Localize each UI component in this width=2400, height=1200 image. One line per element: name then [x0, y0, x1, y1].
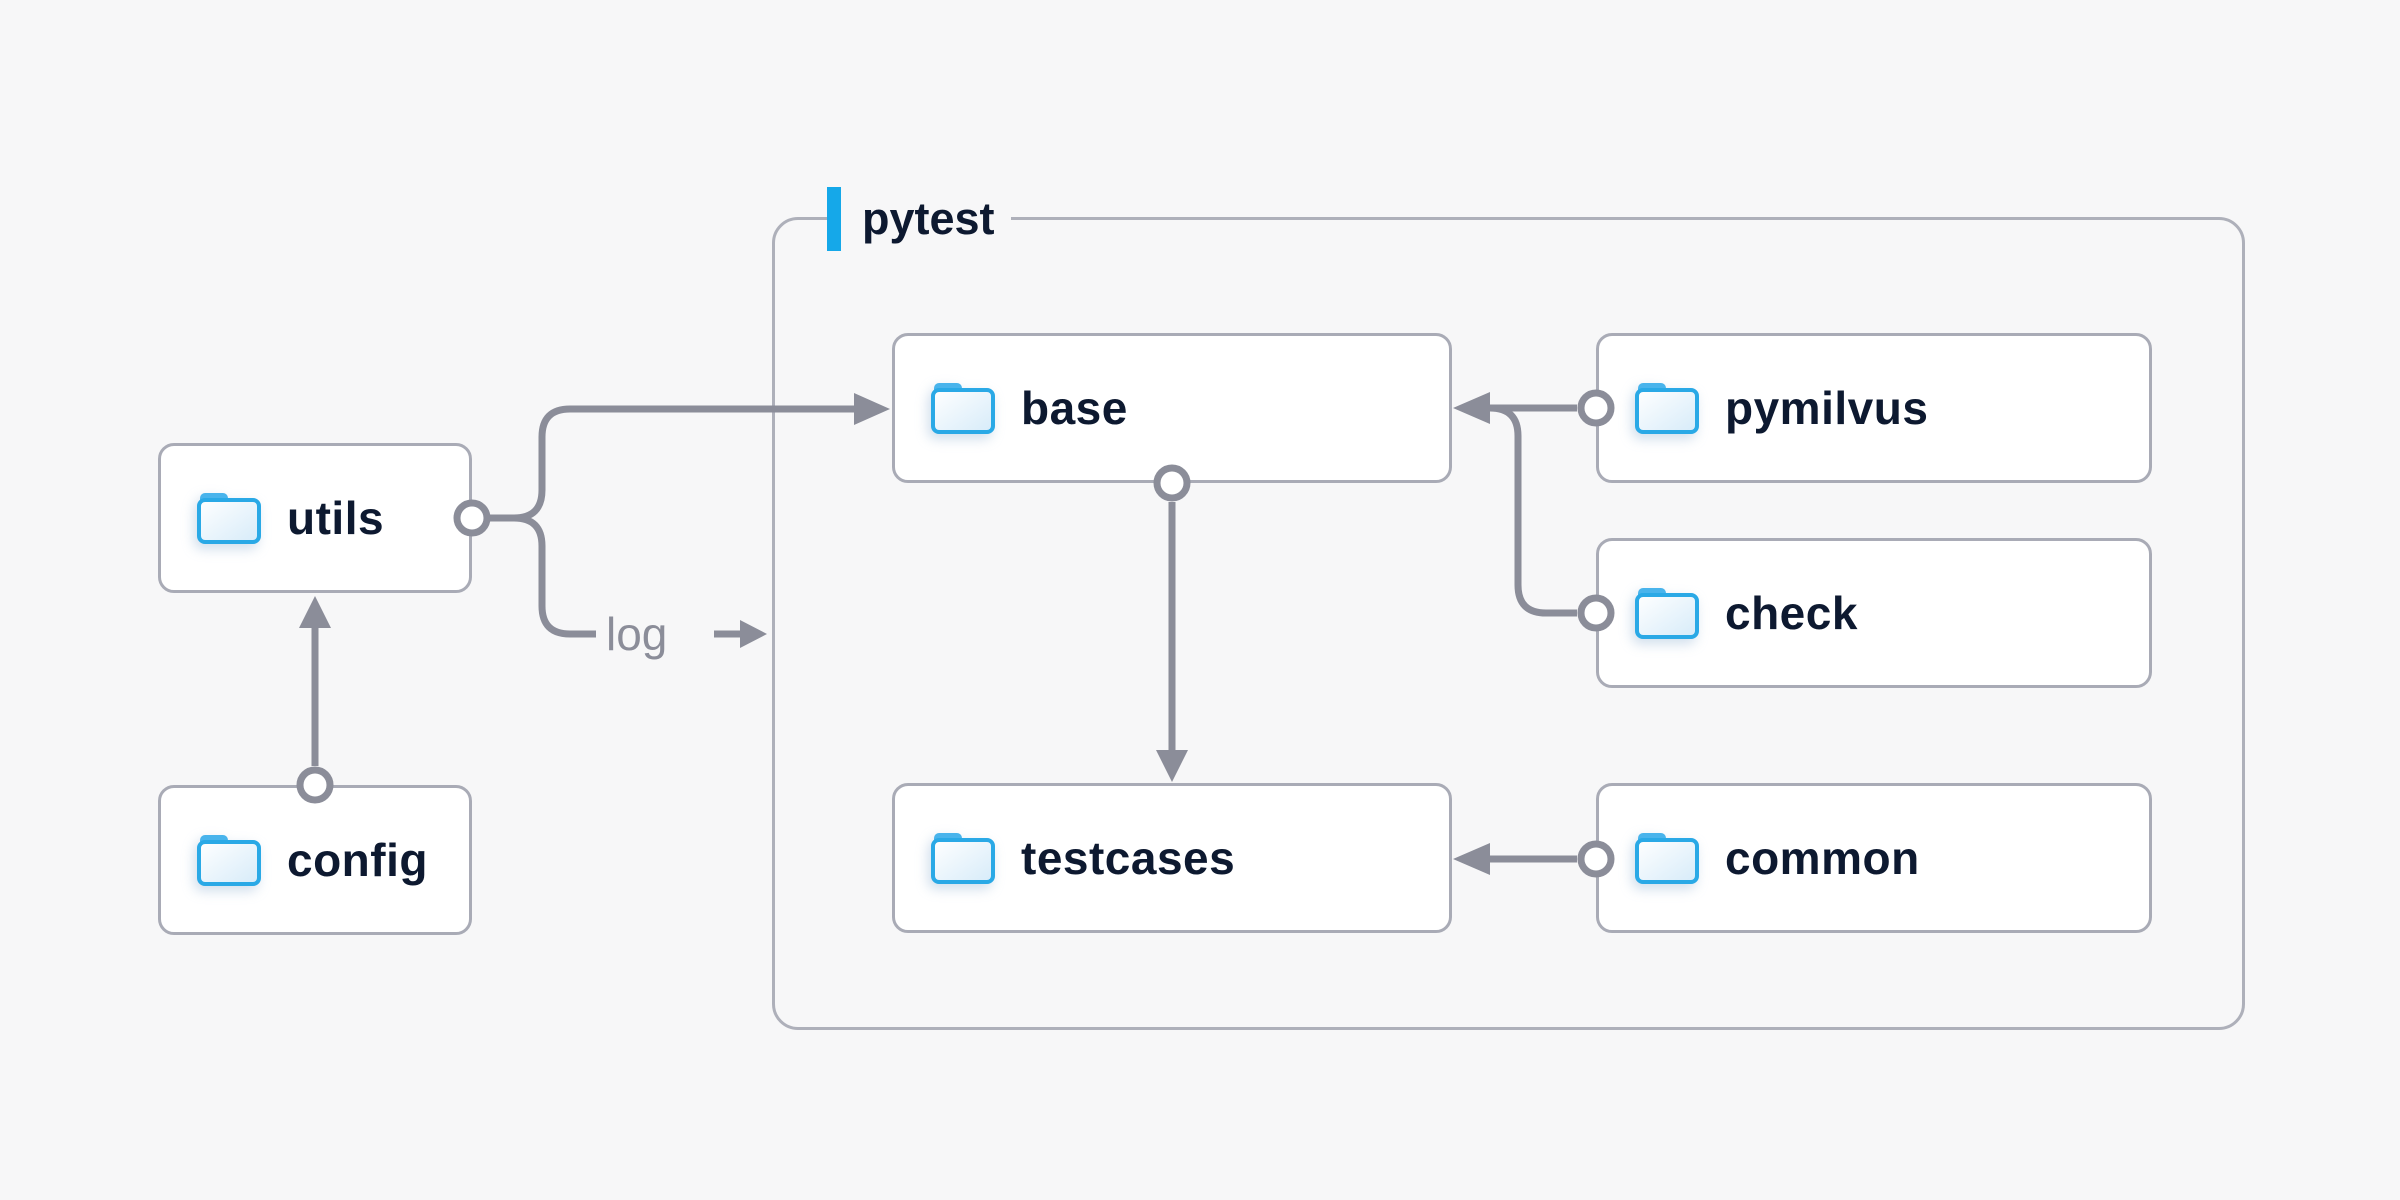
- group-label: pytest: [862, 193, 995, 244]
- arrowhead-up-icon: [299, 596, 331, 628]
- node-pymilvus: pymilvus: [1596, 333, 2152, 483]
- node-utils: utils: [158, 443, 472, 593]
- node-check: check: [1596, 538, 2152, 688]
- folder-icon: [1635, 382, 1699, 434]
- node-label: common: [1725, 832, 1920, 884]
- node-label: utils: [287, 492, 385, 544]
- pytest-group-tag: pytest: [827, 187, 1011, 251]
- node-config: config: [158, 785, 472, 935]
- folder-icon: [197, 492, 261, 544]
- node-base: base: [892, 333, 1452, 483]
- node-common: common: [1596, 783, 2152, 933]
- folder-icon: [931, 382, 995, 434]
- node-testcases: testcases: [892, 783, 1452, 933]
- node-label: testcases: [1021, 832, 1236, 884]
- pytest-group: pytest: [772, 187, 2245, 1030]
- folder-icon: [1635, 832, 1699, 884]
- edge-config-to-utils: [299, 596, 331, 766]
- node-label: check: [1725, 587, 1858, 639]
- log-edge-label: log: [606, 608, 668, 660]
- folder-icon: [1635, 587, 1699, 639]
- node-label: pymilvus: [1725, 382, 1929, 434]
- node-label: base: [1021, 382, 1128, 434]
- edge-line: [513, 514, 596, 638]
- node-label: config: [287, 834, 428, 886]
- folder-icon: [931, 832, 995, 884]
- arrowhead-right-icon: [740, 620, 767, 648]
- folder-icon: [197, 834, 261, 886]
- accent-bar: [827, 187, 841, 251]
